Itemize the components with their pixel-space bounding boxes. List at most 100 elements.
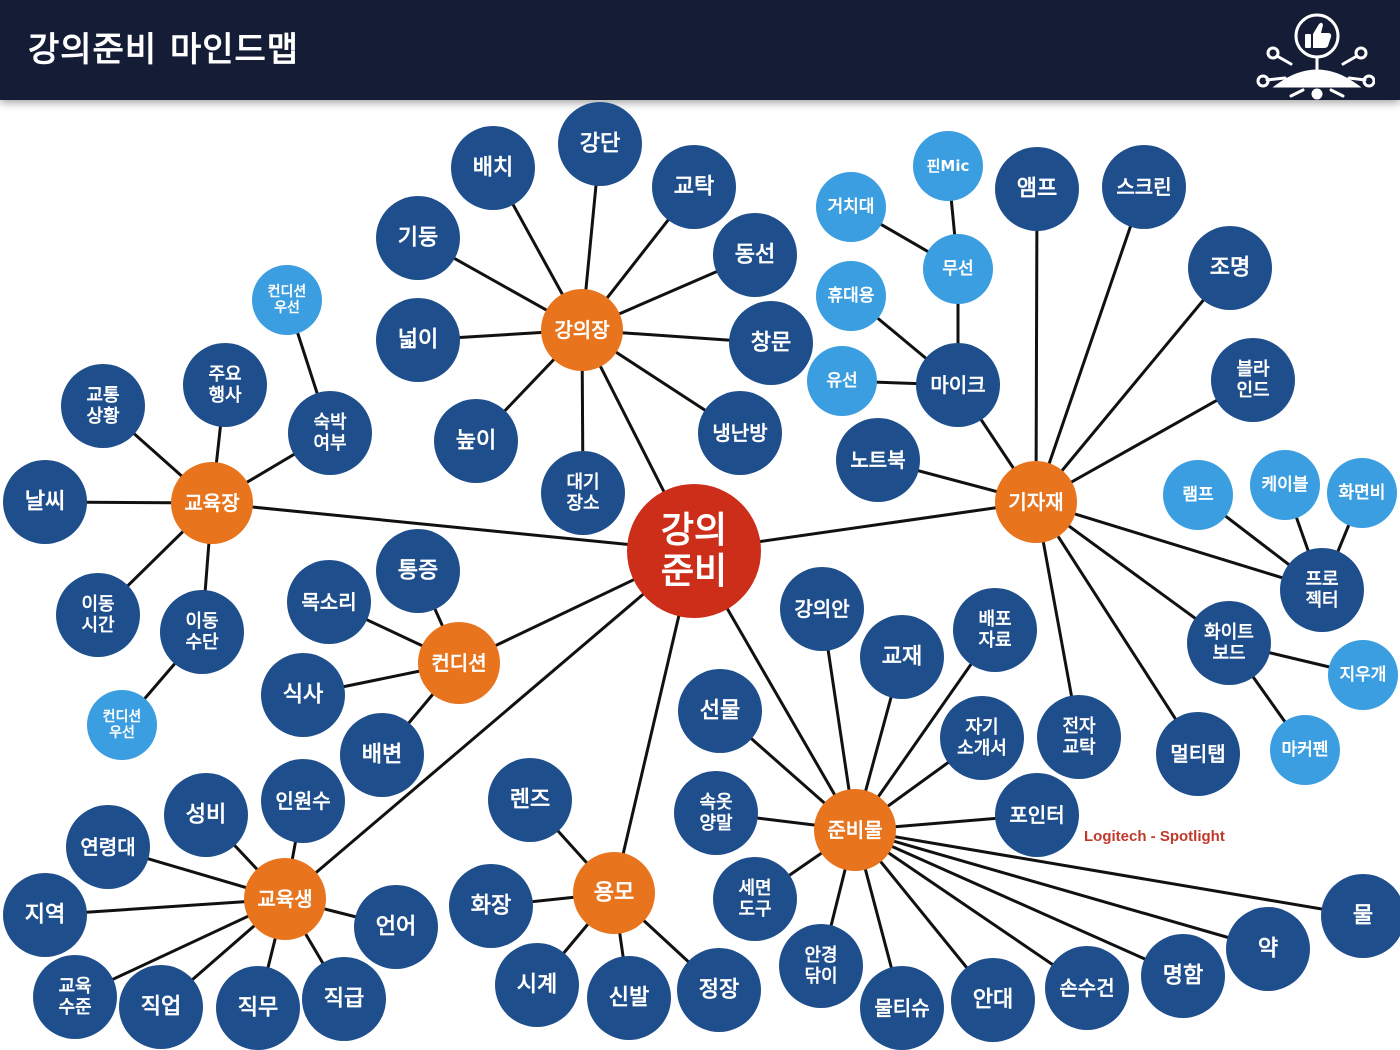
node-label: 지우개: [1340, 665, 1387, 685]
node-meoltitap: 멀티탭: [1156, 712, 1240, 796]
node-label: 교육장: [184, 491, 240, 515]
node-label: 화이트: [1204, 622, 1254, 643]
hub-circle: [573, 852, 655, 934]
node-aempeu: 앰프: [995, 147, 1079, 231]
leaf-circle: [816, 172, 886, 242]
leaf-circle: [3, 873, 87, 957]
node-label: 대기: [566, 472, 599, 493]
leaf-circle: [816, 261, 886, 331]
leaf-circle: [587, 956, 671, 1040]
page-title: 강의준비 마인드맵: [28, 30, 300, 70]
leaf-circle: [678, 669, 762, 753]
leaf-circle: [56, 573, 140, 657]
node-raempeu: 램프: [1163, 460, 1233, 530]
leaf-circle: [160, 590, 244, 674]
edge-mul-junbimul: [854, 828, 1364, 918]
node-label: 수준: [58, 997, 91, 1018]
leaf-circle: [713, 213, 797, 297]
leaf-circle: [674, 771, 758, 855]
logitech-spotlight-note: Logitech - Spotlight: [1084, 828, 1225, 845]
node-gangdan: 강단: [558, 102, 642, 186]
leaf-circle: [860, 615, 944, 699]
node-gyojae: 교재: [860, 615, 944, 699]
node-seongbi: 성비: [164, 773, 248, 857]
node-label: 안대: [973, 988, 1013, 1013]
node-gyotak1: 교탁: [652, 145, 736, 229]
node-jiyeok: 지역: [3, 873, 87, 957]
node-keibeul: 케이블: [1250, 450, 1320, 520]
node-label: 기둥: [398, 226, 438, 251]
node-hwajang: 화장: [449, 864, 533, 948]
node-label: 지역: [25, 903, 65, 928]
node-yeonryeongdae: 연령대: [66, 805, 150, 889]
node-label: 컨디션: [431, 651, 486, 675]
node-label: 직무: [238, 996, 278, 1021]
edge-sonsugeon-junbimul: [854, 828, 1088, 990]
leaf-circle: [940, 696, 1024, 780]
edge-yak-junbimul: [854, 828, 1269, 951]
leaf-circle: [488, 758, 572, 842]
hub-circle: [995, 461, 1077, 543]
node-sinbal: 신발: [587, 956, 671, 1040]
node-label: 화면비: [1339, 483, 1386, 503]
leaf-circle: [1141, 934, 1225, 1018]
leaf-circle: [1211, 338, 1295, 422]
node-label: 이동: [185, 611, 218, 632]
leaf-circle: [495, 943, 579, 1027]
leaf-circle: [340, 713, 424, 797]
node-label: 용모: [594, 881, 634, 906]
node-label: 블라: [1236, 359, 1270, 380]
node-baechi: 배치: [451, 126, 535, 210]
node-label: 신발: [609, 986, 649, 1011]
hub-circle: [244, 858, 326, 940]
node-label: 교육: [58, 976, 91, 997]
node-pinmic: 핀Mic: [913, 131, 983, 201]
leaf-circle: [923, 234, 993, 304]
node-sigye: 시계: [495, 943, 579, 1027]
node-label: 유선: [826, 371, 857, 391]
node-label: 안경: [804, 945, 837, 966]
node-mul: 물: [1321, 874, 1400, 958]
node-label: 무선: [942, 259, 973, 279]
leaf-circle: [302, 957, 386, 1041]
leaf-circle: [61, 364, 145, 448]
node-label: 우선: [109, 725, 135, 741]
node-label: 양말: [699, 813, 733, 834]
leaf-circle: [3, 460, 87, 544]
leaf-circle: [1226, 907, 1310, 991]
node-label: 앰프: [1017, 177, 1057, 202]
node-label: 직급: [324, 987, 364, 1012]
node-label: 핀Mic: [927, 157, 970, 175]
edge-aempeu-gijajae: [1034, 188, 1039, 503]
leaf-circle: [261, 759, 345, 843]
leaf-circle: [1188, 226, 1272, 310]
node-label: 마커펜: [1282, 740, 1329, 760]
leaf-circle: [252, 265, 322, 335]
node-label: 프로: [1305, 569, 1338, 590]
leaf-circle: [33, 955, 117, 1039]
node-label: 시간: [81, 615, 115, 636]
node-jeongjang: 정장: [677, 948, 761, 1032]
node-noteubuk: 노트북: [836, 418, 920, 502]
node-label: 넓이: [398, 328, 438, 353]
edge-gyoyukjang-center: [211, 501, 695, 553]
leaf-circle: [288, 391, 372, 475]
node-label: 교탁: [1062, 737, 1096, 758]
leaf-circle: [1102, 145, 1186, 229]
leaf-circle: [1187, 601, 1271, 685]
hub-circle: [814, 789, 896, 871]
node-label: 세면: [738, 878, 771, 899]
leaf-circle: [376, 196, 460, 280]
node-label: 전자: [1062, 716, 1096, 737]
node-label: 냉난방: [712, 421, 768, 445]
node-label: 렌즈: [510, 788, 550, 813]
node-jikgeup: 직급: [302, 957, 386, 1041]
node-gijajae: 기자재: [995, 461, 1077, 543]
